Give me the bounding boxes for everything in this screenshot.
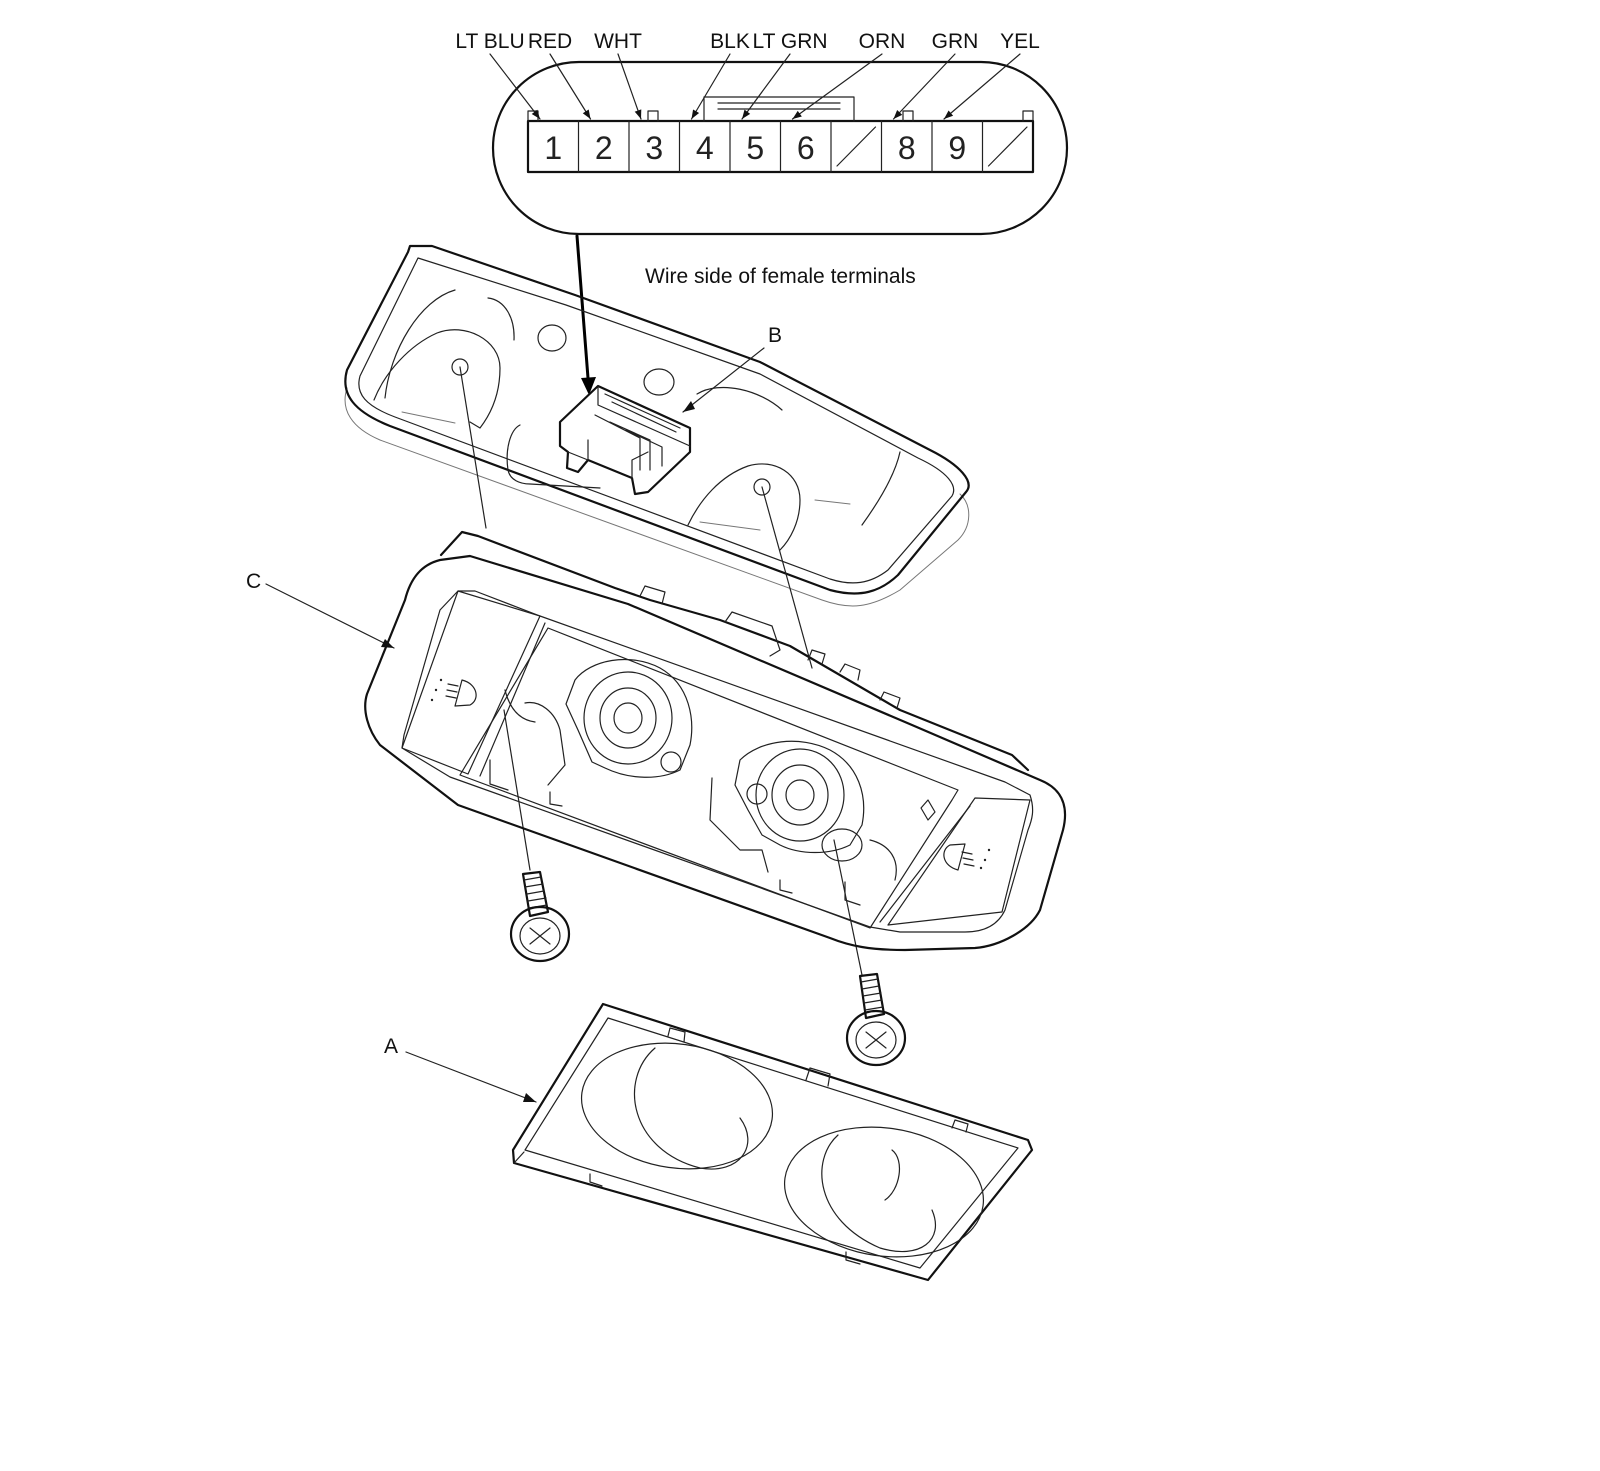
pin-cells (577, 120, 1028, 173)
lens-housing-c (364, 530, 1067, 952)
wire-leader-line (943, 53, 1021, 120)
connector-caption: Wire side of female terminals (645, 265, 916, 288)
pin-number-1: 1 (544, 130, 562, 166)
callout-a: A (384, 1035, 537, 1103)
wire-leader-line (489, 53, 541, 120)
bubble-arrow (575, 234, 596, 395)
connector-bubble-outline (491, 60, 1069, 236)
pin-number-8: 8 (898, 130, 916, 166)
empty-cavity-slash (987, 126, 1028, 167)
screw-left (509, 870, 571, 963)
wire-leader-arrowhead (582, 109, 591, 119)
connector-b (558, 384, 692, 496)
wire-leader-line (617, 53, 642, 120)
wire-label: GRN (932, 30, 979, 53)
pin-number-4: 4 (696, 130, 714, 166)
bulb-socket-left (489, 658, 693, 807)
wire-leader-arrowhead (893, 110, 903, 119)
callout-a-label: A (384, 1035, 398, 1058)
bulb-socket-right (709, 740, 936, 906)
wire-label: LT GRN (752, 30, 827, 53)
callout-b-label: B (768, 324, 782, 347)
empty-cavity-slash (836, 126, 877, 167)
connector-top-tabs (527, 110, 1034, 122)
pin-number-6: 6 (797, 130, 815, 166)
pin-number-5: 5 (746, 130, 764, 166)
pin-number-9: 9 (948, 130, 966, 166)
wire-label: RED (528, 30, 572, 53)
callout-c-label: C (246, 570, 261, 593)
wire-leader-arrowhead (691, 109, 700, 119)
lamp-icon-right (943, 843, 991, 871)
screw-guide-lines (459, 366, 863, 976)
wire-leader-line (892, 53, 956, 120)
wire-label: YEL (1000, 30, 1040, 53)
wire-leader-line (690, 53, 731, 120)
pin-number-2: 2 (595, 130, 613, 166)
upper-housing (344, 244, 970, 607)
wire-leader-arrowhead (792, 110, 802, 119)
wire-leader-line (741, 53, 791, 120)
screw-right (845, 972, 907, 1067)
wire-label: BLK (710, 30, 750, 53)
wire-leader-line (791, 53, 883, 120)
connector-latch (703, 96, 855, 122)
wire-leader-arrowhead (944, 110, 954, 119)
wire-leader-arrowhead (742, 109, 751, 119)
pin-number-3: 3 (645, 130, 663, 166)
wire-label: LT BLU (455, 30, 524, 53)
wire-leader-arrowhead (531, 109, 540, 119)
lamp-icon-left (430, 678, 477, 707)
wire-leader-line (549, 53, 592, 120)
lens-a (511, 1002, 1034, 1282)
wire-leader-arrowhead (634, 109, 642, 119)
callout-b: B (682, 324, 782, 413)
callout-c: C (246, 570, 395, 649)
wire-label: ORN (859, 30, 906, 53)
wire-label: WHT (594, 30, 642, 53)
